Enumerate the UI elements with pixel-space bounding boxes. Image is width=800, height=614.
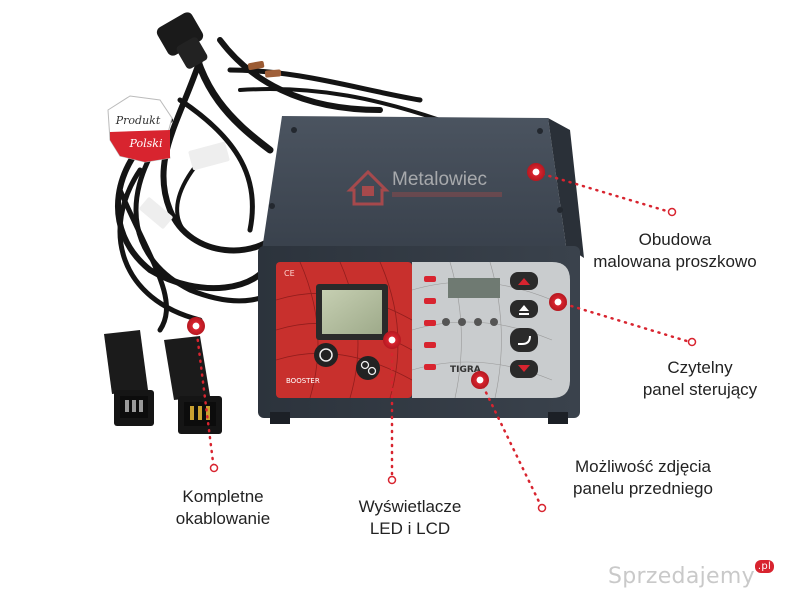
metalowiec-logo-text: Metalowiec [392, 169, 487, 190]
label-cabling-line2: okablowanie [175, 509, 271, 528]
watermark: Sprzedajemy.pl [608, 559, 775, 589]
label-casing-line1: Obudowa [638, 230, 712, 249]
label-casing-line2: malowana proszkowo [593, 252, 757, 271]
led-display [448, 278, 500, 298]
label-casing: Obudowa malowana proszkowo [590, 229, 760, 273]
menu-button[interactable] [356, 356, 380, 380]
power-icon [319, 348, 333, 362]
label-cabling-line1: Kompletne [182, 487, 264, 506]
label-displays-line2: LED i LCD [369, 519, 451, 538]
ce-mark: CE [284, 269, 295, 278]
callout-dots [187, 163, 697, 513]
label-displays: Wyświetlacze LED i LCD [330, 496, 490, 540]
label-panel-line2: panel sterujący [642, 380, 758, 399]
produkt-polski-badge: Produkt Polski [107, 95, 173, 163]
watermark-text: Sprzedajemy [608, 564, 755, 589]
iec-connector-left [104, 330, 154, 426]
label-displays-line1: Wyświetlacze [358, 497, 462, 516]
label-panel: Czytelny panel sterujący [620, 357, 780, 401]
label-removable-line1: Możliwość zdjęcia [574, 457, 712, 476]
lcd-display [322, 290, 382, 334]
watermark-suffix: .pl [754, 559, 775, 573]
power-plug-icon [156, 12, 208, 69]
label-cabling: Kompletne okablowanie [148, 486, 298, 530]
metalowiec-logo: Metalowiec [346, 169, 502, 206]
booster-label: BOOSTER [286, 377, 320, 385]
badge-line1: Produkt [115, 114, 161, 127]
back-button[interactable] [510, 328, 538, 352]
leader-casing [534, 170, 672, 214]
tigra-model-label: TIGRA [450, 365, 481, 375]
controller-device: Metalowiec CE BOOSTER [258, 116, 584, 424]
iec-connector-right [164, 336, 222, 434]
leader-panel [556, 300, 692, 344]
label-removable-line2: panelu przedniego [573, 479, 713, 498]
badge-line2: Polski [129, 137, 163, 150]
power-button[interactable] [314, 343, 338, 367]
label-removable-panel: Możliwość zdjęcia panelu przedniego [548, 456, 738, 500]
label-panel-line1: Czytelny [667, 358, 733, 377]
leader-cabling [194, 324, 216, 472]
leader-removable [478, 378, 544, 510]
